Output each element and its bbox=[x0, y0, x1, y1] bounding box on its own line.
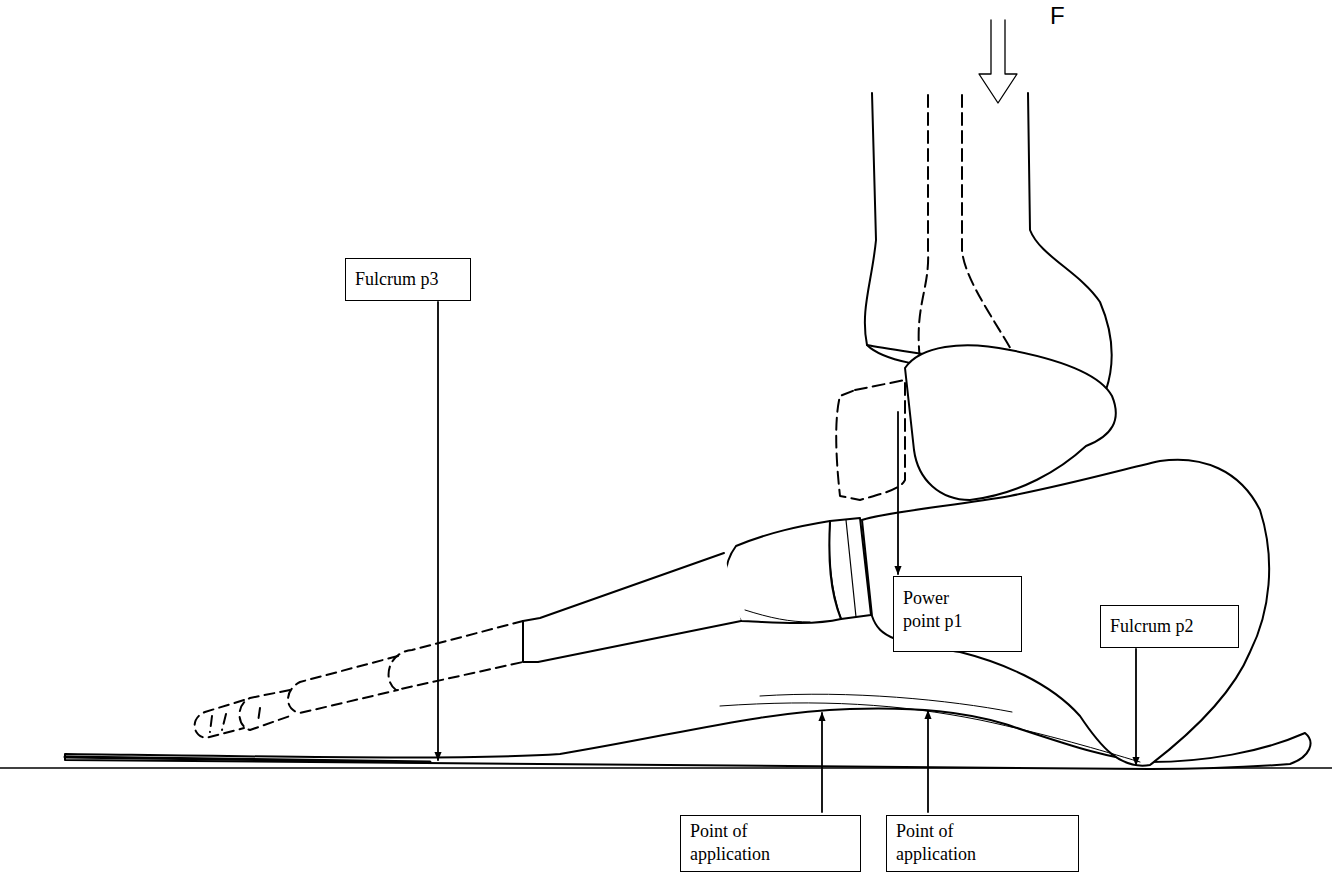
force-label: F bbox=[1050, 2, 1065, 30]
lateral-bone bbox=[836, 380, 905, 500]
label-box: Point of application bbox=[680, 815, 861, 872]
leader-arrow bbox=[897, 412, 899, 574]
leader-arrow bbox=[821, 713, 823, 812]
force-arrow bbox=[979, 20, 1017, 103]
metatarsal bbox=[523, 553, 741, 662]
label-box: Power point p1 bbox=[893, 576, 1022, 652]
plantar-fascia bbox=[760, 694, 1012, 712]
plantar-fascia bbox=[720, 703, 1140, 762]
calcaneus bbox=[862, 460, 1269, 766]
label-box: Fulcrum p3 bbox=[345, 258, 471, 301]
cuneiform bbox=[726, 521, 841, 623]
label-text: Point of application bbox=[896, 820, 1008, 867]
leader-arrow bbox=[1135, 649, 1137, 765]
leader-arrow bbox=[927, 711, 929, 812]
label-text: Fulcrum p2 bbox=[1110, 615, 1228, 638]
label-box: Point of application bbox=[886, 815, 1079, 872]
phalanges bbox=[195, 621, 523, 738]
leader-arrow bbox=[437, 302, 439, 760]
label-text: Power point p1 bbox=[903, 587, 981, 634]
tibia bbox=[865, 93, 1112, 390]
insole-edge bbox=[65, 757, 430, 762]
label-text: Fulcrum p3 bbox=[355, 268, 460, 291]
label-box: Fulcrum p2 bbox=[1100, 605, 1239, 648]
label-text: Point of application bbox=[690, 820, 800, 867]
talus bbox=[905, 345, 1116, 500]
ligament bbox=[745, 610, 810, 622]
navicular-line bbox=[846, 520, 856, 617]
